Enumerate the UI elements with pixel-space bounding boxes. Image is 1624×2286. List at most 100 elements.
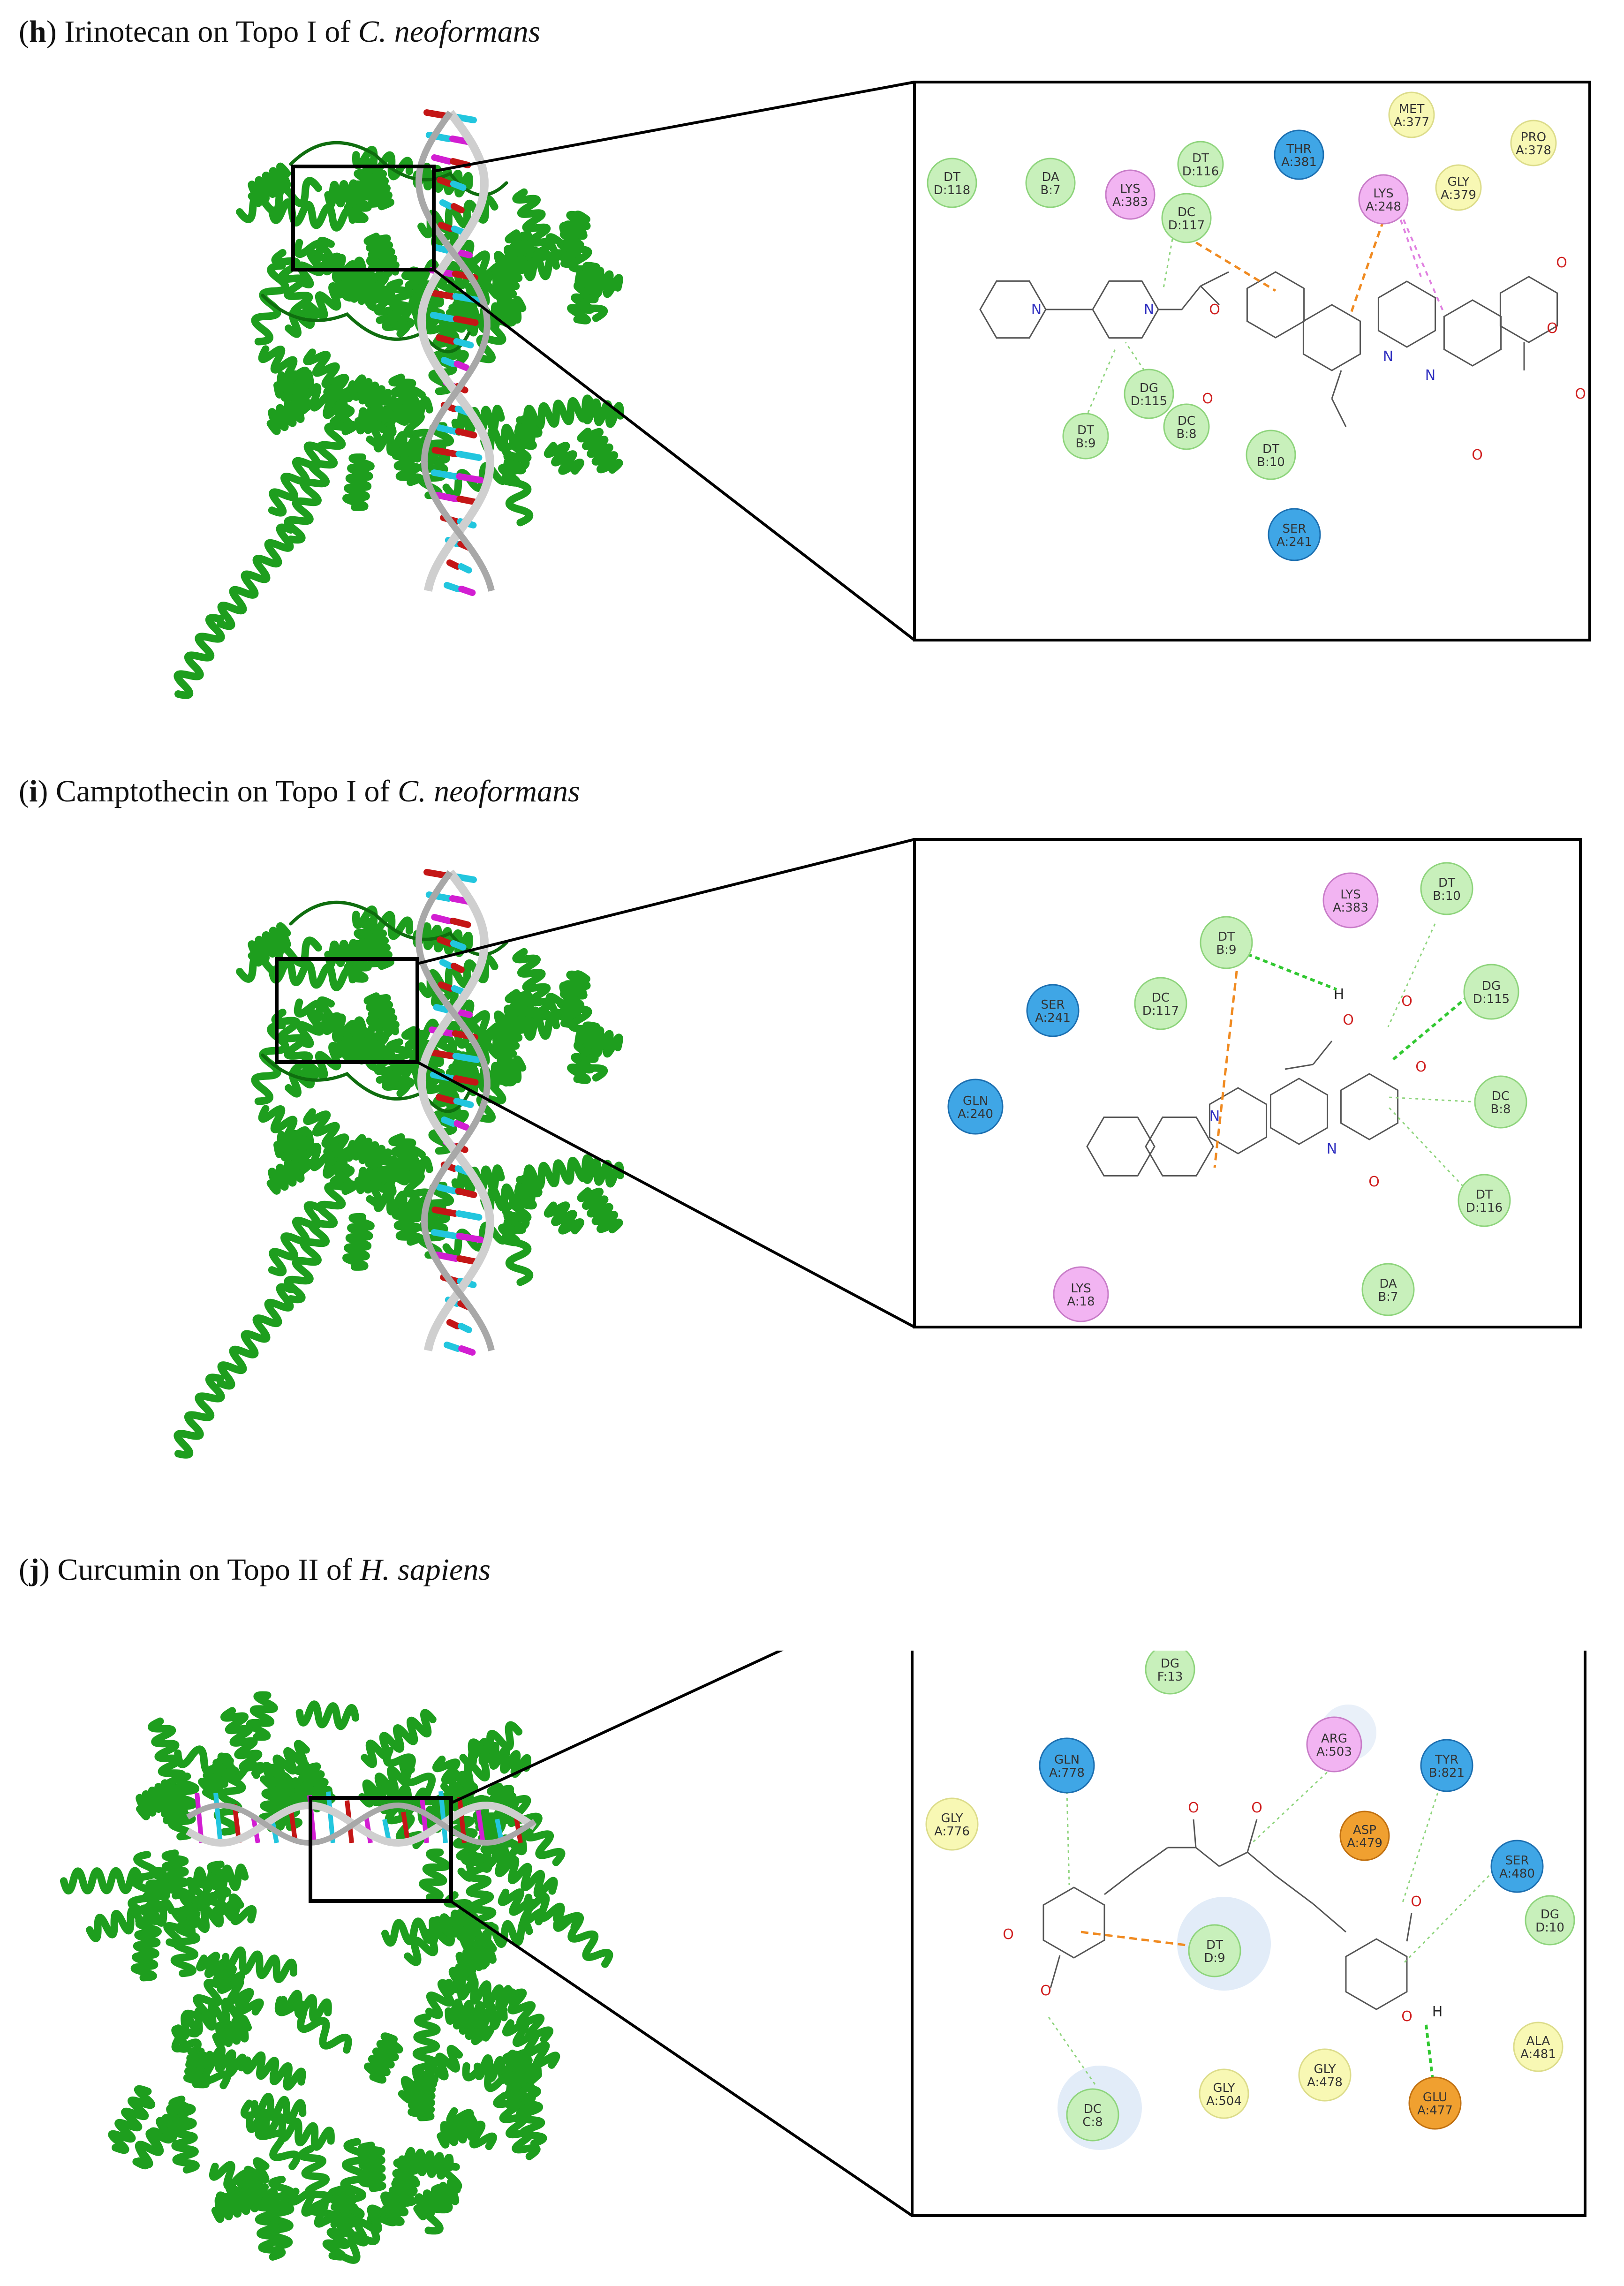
protein-helix [516, 394, 597, 433]
dna-base [455, 1188, 477, 1198]
dna-base [431, 914, 453, 924]
residue-circle [1306, 1716, 1362, 1773]
protein-helix [345, 1134, 392, 1171]
residue-circle [927, 158, 977, 208]
residue-circle [1026, 984, 1080, 1037]
residue-id: A:478 [1307, 2075, 1343, 2090]
atom-label: N [1209, 1108, 1220, 1124]
protein-helix [498, 1888, 546, 1926]
dna-base [437, 936, 453, 947]
interaction-line [1162, 239, 1173, 291]
ring [1302, 304, 1361, 371]
protein-helix [268, 198, 356, 232]
protein-helix [288, 2188, 341, 2228]
atom-label: O [1003, 1926, 1014, 1943]
protein-helix [216, 2157, 270, 2218]
protein-helix [502, 2019, 560, 2069]
bond-line [1200, 285, 1220, 306]
interaction-line [1397, 211, 1422, 277]
protein-helix [582, 1158, 624, 1188]
residue-id: B:821 [1429, 1766, 1465, 1780]
dna-base [456, 473, 484, 483]
residue-name: SER [1283, 522, 1307, 536]
residue-name: SER [1505, 1854, 1529, 1868]
residue-circle [1145, 1651, 1195, 1695]
residue-circle [1458, 1174, 1511, 1227]
protein-structure [60, 1691, 613, 2264]
residue-disc: DAB:7 [1361, 1263, 1415, 1316]
interaction-line [1401, 1786, 1441, 1904]
protein-structure [174, 109, 624, 699]
dna-base [449, 918, 471, 928]
protein-loop [289, 141, 508, 197]
residue-circle [1358, 174, 1409, 225]
residue-disc: DTD:116 [1458, 1174, 1511, 1227]
dna-backbone [185, 1801, 537, 1847]
residue-circle [1039, 1737, 1095, 1794]
protein-helix [236, 177, 322, 223]
residue-id: D:118 [934, 183, 970, 197]
caption-organism: C. neoformans [358, 15, 541, 49]
dna-base [443, 1342, 461, 1352]
protein-helix [136, 1779, 175, 1820]
bond-line [1050, 1955, 1061, 1989]
dna-base [453, 1120, 470, 1131]
dna-base [438, 222, 454, 232]
residue-name: GLU [1423, 2090, 1447, 2105]
residue-circle [1124, 369, 1174, 419]
zoom-line [433, 81, 915, 173]
residue-id: A:778 [1049, 1766, 1085, 1780]
residue-id: A:479 [1347, 1836, 1382, 1850]
residue-id: B:8 [1490, 1102, 1511, 1117]
residue-id: D:115 [1131, 394, 1167, 408]
residue-circle [1268, 508, 1321, 561]
protein-helix [174, 614, 225, 699]
protein-helix [220, 1707, 267, 1777]
residue-name: DG [1140, 381, 1158, 395]
atom-label: N [1144, 302, 1154, 318]
residue-disc: DGD:115 [1124, 369, 1174, 419]
dna-base [456, 1233, 484, 1243]
atom-label: N [1383, 348, 1393, 365]
bond-line [1104, 1870, 1135, 1895]
residue-id: B:7 [1040, 183, 1060, 197]
protein-helix [342, 1213, 375, 1271]
dna-base [427, 289, 455, 300]
residue-disc: DAB:7 [1025, 158, 1076, 208]
dna-backbone [415, 110, 495, 592]
dna-base [453, 361, 470, 371]
bond-line [1247, 1851, 1276, 1877]
caption-letter: i [29, 774, 38, 808]
protein-loop [261, 294, 471, 354]
protein-helix [447, 2004, 495, 2045]
residue-id: C:8 [1082, 2115, 1103, 2129]
zoom-box [309, 1796, 453, 1903]
diagram-frame [913, 838, 1582, 1328]
residue-name: GLY [1213, 2081, 1235, 2095]
ring [1269, 1078, 1329, 1145]
residue-circle [947, 1079, 1004, 1135]
residue-name: DT [1262, 442, 1279, 456]
dna-base [450, 203, 465, 213]
protein-helix [544, 442, 584, 475]
protein-helix [217, 523, 295, 630]
dna-base [455, 451, 483, 461]
protein-helix [544, 1201, 584, 1235]
residue-circle [925, 1797, 979, 1851]
residue-circle [1161, 193, 1212, 243]
residue-disc: DCD:117 [1134, 977, 1187, 1030]
dna-base [435, 334, 456, 345]
residue-id: A:504 [1206, 2094, 1242, 2108]
residue-circle [1420, 1739, 1473, 1792]
residue-circle [1420, 862, 1473, 915]
protein-helix [268, 958, 356, 991]
protein-structure [174, 869, 624, 1459]
residue-circle [1025, 158, 1076, 208]
